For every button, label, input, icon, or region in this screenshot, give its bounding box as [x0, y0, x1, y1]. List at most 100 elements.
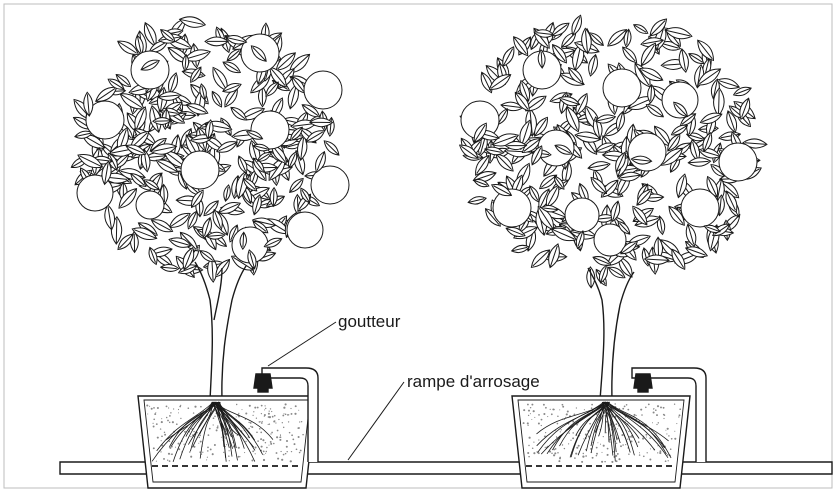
- soil-grain: [533, 410, 535, 412]
- soil-grain: [676, 423, 677, 424]
- soil-grain: [168, 453, 170, 455]
- soil-grain: [164, 432, 165, 433]
- soil-grain: [283, 454, 285, 456]
- soil-grain: [276, 452, 278, 454]
- soil-grain: [254, 407, 256, 409]
- soil-grain: [533, 452, 535, 454]
- soil-grain: [617, 428, 618, 429]
- soil-grain: [298, 410, 299, 411]
- soil-grain: [280, 451, 281, 452]
- soil-grain: [660, 406, 662, 408]
- soil-grain: [541, 425, 542, 426]
- soil-grain: [288, 414, 289, 415]
- leaf: [664, 25, 693, 41]
- soil-grain: [572, 432, 574, 434]
- leaf: [222, 184, 231, 201]
- soil-grain: [252, 450, 254, 452]
- soil-grain: [260, 432, 262, 434]
- soil-grain: [275, 422, 276, 423]
- soil-grain: [153, 407, 155, 409]
- soil-grain: [578, 445, 580, 447]
- soil-grain: [178, 443, 180, 445]
- soil-grain: [244, 452, 245, 453]
- soil-grain: [547, 416, 548, 417]
- dripper-leader-line: [268, 322, 336, 366]
- leaf: [198, 248, 217, 265]
- soil-grain: [178, 409, 179, 410]
- soil-grain: [557, 416, 559, 418]
- soil-grain: [615, 455, 617, 457]
- soil-grain: [529, 437, 531, 439]
- soil-grain: [161, 440, 162, 441]
- soil-grain: [198, 443, 199, 444]
- soil-grain: [213, 424, 214, 425]
- right-tree: [457, 14, 767, 400]
- soil-grain: [286, 446, 288, 448]
- soil-grain: [285, 403, 287, 405]
- soil-grain: [663, 407, 665, 409]
- soil-grain: [260, 438, 262, 440]
- soil-grain: [153, 426, 155, 428]
- soil-grain: [238, 447, 240, 449]
- soil-grain: [656, 424, 657, 425]
- soil-grain: [667, 454, 669, 456]
- soil-grain: [679, 414, 681, 416]
- soil-grain: [583, 438, 584, 439]
- soil-grain: [156, 423, 158, 425]
- leaf: [677, 48, 690, 73]
- soil-grain: [241, 409, 242, 410]
- soil-grain: [664, 414, 665, 415]
- orange-fruit: [565, 198, 599, 232]
- soil-grain: [638, 441, 640, 443]
- soil-grain: [161, 421, 163, 423]
- soil-grain: [527, 425, 528, 426]
- soil-grain: [263, 459, 265, 461]
- soil-grain: [614, 403, 615, 404]
- soil-grain: [286, 440, 288, 442]
- soil-grain: [152, 423, 153, 424]
- soil-grain: [606, 432, 607, 433]
- soil-grain: [545, 407, 547, 409]
- soil-grain: [545, 447, 546, 448]
- soil-grain: [277, 430, 279, 432]
- soil-grain: [562, 444, 563, 445]
- soil-grain: [251, 460, 253, 462]
- soil-grain: [200, 406, 202, 408]
- leaf: [467, 195, 487, 206]
- soil-grain: [180, 418, 181, 419]
- soil-grain: [659, 450, 661, 452]
- soil-grain: [236, 404, 237, 405]
- soil-grain: [663, 418, 664, 419]
- soil-grain: [212, 453, 214, 455]
- soil-grain: [254, 446, 256, 448]
- soil-grain: [280, 437, 281, 438]
- soil-grain: [168, 407, 169, 408]
- soil-grain: [250, 426, 251, 427]
- orange-fruit: [181, 151, 219, 189]
- soil-grain: [253, 411, 254, 412]
- soil-grain: [628, 453, 630, 455]
- soil-grain: [291, 413, 293, 415]
- soil-grain: [555, 448, 557, 450]
- soil-grain: [298, 436, 300, 438]
- soil-grain: [225, 437, 226, 438]
- soil-grain: [160, 428, 161, 429]
- soil-grain: [228, 455, 230, 457]
- soil-grain: [170, 412, 171, 413]
- soil-grain: [639, 452, 640, 453]
- soil-grain: [173, 408, 174, 409]
- soil-grain: [169, 415, 171, 417]
- soil-grain: [149, 406, 150, 407]
- soil-grain: [530, 413, 531, 414]
- soil-grain: [657, 452, 658, 453]
- soil-grain: [213, 417, 215, 419]
- soil-grain: [263, 451, 265, 453]
- soil-grain: [216, 429, 218, 431]
- soil-grain: [568, 443, 569, 444]
- soil-grain: [621, 434, 623, 436]
- soil-grain: [276, 436, 278, 438]
- left-tree: [69, 14, 349, 400]
- orange-fruit: [628, 133, 666, 171]
- soil-grain: [266, 447, 268, 449]
